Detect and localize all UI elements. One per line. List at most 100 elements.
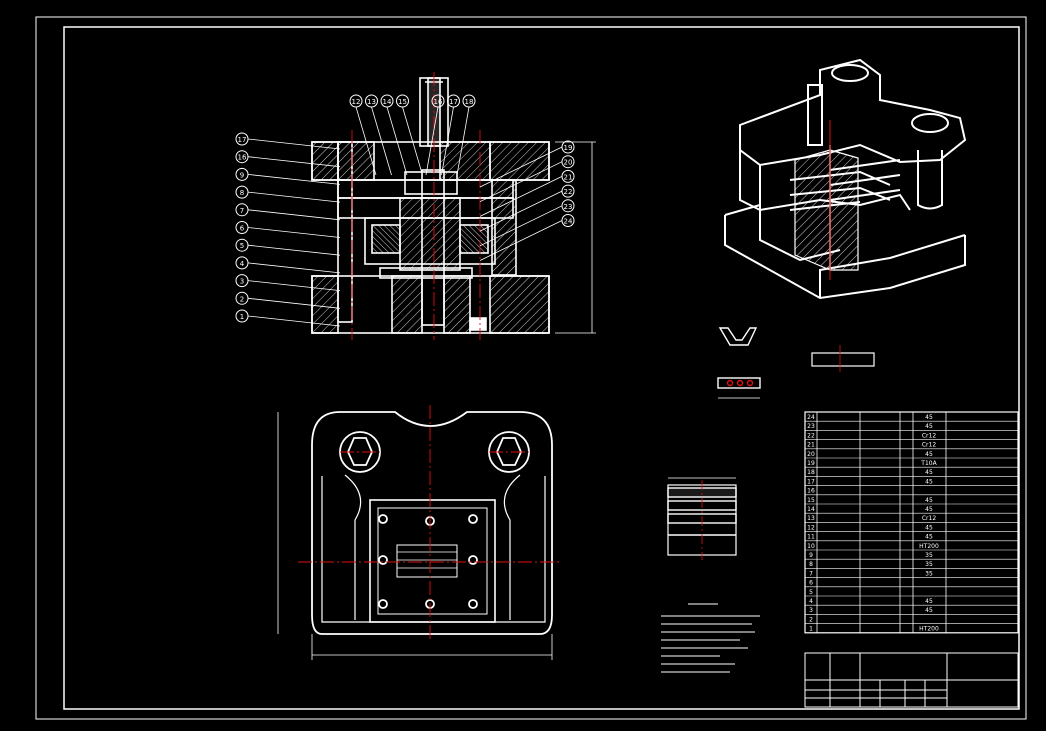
bom-row-number: 11	[807, 534, 815, 541]
section-centerlines	[351, 72, 481, 340]
bom-row-material: 35	[925, 552, 933, 559]
bom-row-number: 24	[807, 414, 815, 421]
bom-row-material: 35	[925, 561, 933, 568]
bom-row-number: 16	[807, 488, 815, 495]
balloon-left: 3	[235, 274, 341, 291]
bom-row-number: 8	[809, 561, 813, 568]
balloon-label: 4	[240, 260, 245, 268]
plan-view	[277, 411, 553, 660]
balloon-label: 2	[240, 295, 244, 303]
iso-hatch-areas	[794, 149, 859, 271]
balloon-label: 3	[240, 278, 244, 286]
bom-row-number: 7	[809, 570, 813, 577]
bom-row: 11 45	[805, 534, 1018, 542]
balloon-left: 5	[235, 238, 341, 256]
bom-row: 9 35	[805, 552, 1018, 560]
balloons-left: 17 16 9 8 7 6 5 4 3 2 1	[235, 132, 341, 327]
balloon-left: 8	[235, 185, 341, 203]
balloon-left: 16	[235, 150, 341, 168]
bom-row-number: 15	[807, 497, 815, 504]
bom-row-number: 22	[807, 432, 815, 439]
balloon-top: 13	[365, 94, 392, 176]
bom-row-number: 5	[809, 589, 813, 596]
balloon-label: 9	[240, 171, 244, 179]
bom-row-number: 2	[809, 616, 813, 623]
balloon-label: 1	[240, 313, 244, 321]
bom-row-number: 19	[807, 460, 815, 467]
bom-row-number: 6	[809, 580, 813, 587]
inner-border	[63, 26, 1020, 710]
balloon-left: 1	[235, 309, 341, 327]
balloon-label: 20	[564, 159, 573, 167]
bom-row-number: 12	[807, 524, 815, 531]
bom-row-material: HT200	[919, 626, 939, 633]
balloon-label: 7	[240, 207, 244, 215]
bom-row: 5	[805, 589, 1018, 597]
bom-row-number: 10	[807, 543, 815, 550]
balloon-left: 7	[235, 203, 341, 221]
balloon-right: 22	[479, 184, 575, 232]
bom-row-number: 3	[809, 607, 813, 614]
bom-row-material: 45	[925, 534, 933, 541]
bom-row-material: 45	[925, 414, 933, 421]
bom-row: 16	[805, 488, 1018, 496]
balloon-label: 18	[465, 98, 474, 106]
bom-row: 24 45	[805, 414, 1018, 422]
balloon-top: 17	[441, 94, 460, 176]
balloon-label: 16	[238, 154, 247, 162]
balloon-label: 22	[564, 188, 573, 196]
balloon-label: 15	[398, 98, 407, 106]
balloon-label: 5	[240, 242, 244, 250]
bom-row-number: 17	[807, 478, 815, 485]
balloon-left: 9	[235, 167, 341, 185]
bom-row-number: 18	[807, 469, 815, 476]
bom-row-number: 4	[809, 598, 813, 605]
detail-sketches	[667, 327, 875, 560]
bom-row-material: 45	[925, 451, 933, 458]
balloon-left: 6	[235, 221, 341, 238]
bom-row-number: 20	[807, 451, 815, 458]
bom-row-material: 45	[925, 423, 933, 430]
balloon-label: 21	[564, 173, 573, 181]
balloon-label: 19	[564, 144, 573, 152]
balloon-right: 21	[479, 169, 575, 217]
balloon-right: 24	[479, 214, 575, 261]
bom-row-number: 13	[807, 515, 815, 522]
balloon-left: 17	[235, 132, 341, 150]
bom-row: 6	[805, 580, 1018, 588]
bom-row-number: 9	[809, 552, 813, 559]
balloon-right: 23	[479, 199, 575, 247]
plan-centerlines	[298, 405, 560, 640]
balloon-label: 6	[240, 225, 245, 233]
balloon-right: 20	[479, 155, 575, 203]
bom-row-material: Cr12	[922, 442, 936, 449]
balloon-label: 24	[564, 218, 573, 226]
balloon-top: 15	[396, 94, 423, 176]
balloon-label: 13	[367, 98, 376, 106]
balloon-label: 8	[240, 189, 244, 197]
balloon-top: 18	[456, 94, 476, 176]
bom-row-material: 45	[925, 478, 933, 485]
balloon-right: 19	[479, 140, 575, 188]
bom-row-material: 45	[925, 469, 933, 476]
balloon-label: 17	[238, 136, 247, 144]
bom-row: 2	[805, 616, 1018, 624]
bom-row-number: 14	[807, 506, 815, 513]
balloon-top: 12	[349, 94, 377, 176]
